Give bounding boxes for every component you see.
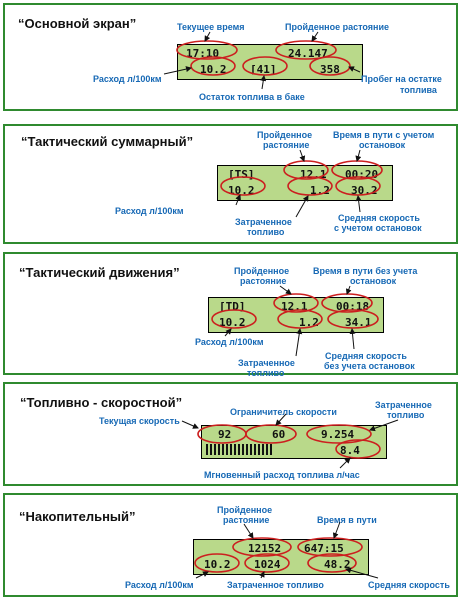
- lcd-distance: 24.147: [288, 47, 328, 60]
- label-distance: Пройденное растояние: [285, 22, 389, 32]
- label-distance-line1: Пройденное: [257, 130, 313, 140]
- lcd-distance: 12.1: [281, 300, 308, 313]
- label-fuel-used-line2: топливо: [247, 227, 285, 237]
- lcd-mode: [TD]: [219, 300, 246, 313]
- lcd-display: [TD] 12.1 00:18 10.2 1.2 34.1: [208, 297, 384, 333]
- label-range-line2: топлива: [400, 85, 437, 95]
- lcd-mode: [TS]: [228, 168, 255, 181]
- label-current-speed: Текущая скорость: [99, 416, 180, 426]
- lcd-speed-limiter: 60: [272, 428, 286, 441]
- lcd-fuel-used: 1.2: [299, 316, 319, 329]
- label-fuel-used-line2: топливо: [387, 410, 425, 420]
- label-time-line1: Время в пути с учетом: [333, 130, 435, 140]
- label-fuel-used-line1: Затраченное: [375, 400, 432, 410]
- panel-cumulative: “Накопительный” 12152 647:15 10.2 1024 4…: [3, 493, 458, 597]
- panel-tactical-motion: “Тактический движения” [TD] 12.1 00:18 1…: [3, 252, 458, 378]
- label-time-line2: остановок: [359, 140, 406, 150]
- lcd-travel-time: 00:20: [345, 168, 379, 181]
- panel-fuel-speed: “Топливно - скоростной” 92 60 9.254 8.4 …: [3, 382, 458, 486]
- lcd-consumption: 10.2: [204, 558, 231, 571]
- lcd-fuel-used: 9.254: [321, 428, 355, 441]
- label-avg-speed-line1: Средняя скорость: [325, 351, 407, 361]
- lcd-current-time: 17:10: [186, 47, 220, 60]
- label-fuel-left: Остаток топлива в баке: [199, 92, 305, 102]
- label-distance-line2: растояние: [263, 140, 310, 150]
- label-avg-speed-line2: с учетом остановок: [334, 223, 422, 233]
- panel-title: “Топливно - скоростной”: [20, 395, 183, 410]
- lcd-fuel-left: [41]: [250, 63, 277, 76]
- label-speed-limiter: Ограничитель скорости: [230, 407, 337, 417]
- lcd-avg-speed: 30.2: [351, 184, 378, 197]
- label-avg-speed: Средняя скорость: [368, 580, 450, 590]
- label-travel-time: Время в пути: [317, 515, 377, 525]
- label-distance-line1: Пройденное: [217, 505, 273, 515]
- lcd-display: 17:10 24.147 10.2 [41] 358: [177, 44, 363, 80]
- lcd-travel-time: 00:18: [336, 300, 370, 313]
- lcd-fuel-bargraph: [206, 442, 274, 457]
- label-fuel-used: Затраченное топливо: [227, 580, 324, 590]
- lcd-distance: 12.1: [300, 168, 327, 181]
- label-distance-line2: растояние: [240, 276, 287, 286]
- lcd-display: 12152 647:15 10.2 1024 48.2: [193, 539, 369, 575]
- panel-title: “Тактический движения”: [19, 265, 180, 280]
- panel-tactical-total: “Тактический суммарный” [TS] 12.1 00:20 …: [3, 124, 458, 244]
- label-consumption: Расход л/100км: [93, 74, 162, 84]
- label-instant-consumption: Мгновенный расход топлива л/час: [204, 470, 360, 480]
- label-time-line1: Время в пути без учета: [313, 266, 418, 276]
- lcd-range: 358: [320, 63, 340, 76]
- panel-title: “Накопительный”: [19, 509, 136, 524]
- label-distance-line2: растояние: [223, 515, 270, 525]
- label-consumption: Расход л/100км: [125, 580, 194, 590]
- label-fuel-used-line1: Затраченное: [238, 358, 295, 368]
- label-fuel-used-line2: топливо: [247, 368, 285, 378]
- panel-main-screen: “Основной экран” 17:10 24.147 10.2 [41] …: [3, 3, 458, 111]
- panel-title: “Тактический суммарный”: [21, 134, 194, 149]
- lcd-avg-speed: 48.2: [324, 558, 351, 571]
- lcd-avg-speed: 34.1: [345, 316, 372, 329]
- lcd-distance: 12152: [248, 542, 282, 555]
- label-avg-speed-line2: без учета остановок: [324, 361, 415, 371]
- lcd-fuel-used: 1.2: [310, 184, 330, 197]
- label-consumption: Расход л/100км: [195, 337, 264, 347]
- lcd-display: [TS] 12.1 00:20 10.2 1.2 30.2: [217, 165, 393, 201]
- label-range-line1: Пробег на остатке: [361, 74, 442, 84]
- lcd-display: 92 60 9.254 8.4: [201, 425, 387, 459]
- lcd-consumption: 10.2: [228, 184, 255, 197]
- lcd-current-speed: 92: [218, 428, 232, 441]
- label-consumption: Расход л/100км: [115, 206, 184, 216]
- lcd-consumption: 10.2: [200, 63, 227, 76]
- label-time-line2: остановок: [350, 276, 397, 286]
- lcd-travel-time: 647:15: [304, 542, 344, 555]
- label-fuel-used-line1: Затраченное: [235, 217, 292, 227]
- lcd-fuel-used: 1024: [254, 558, 281, 571]
- label-distance-line1: Пройденное: [234, 266, 290, 276]
- lcd-instant-consumption: 8.4: [340, 444, 360, 457]
- panel-title: “Основной экран”: [18, 16, 137, 31]
- lcd-consumption: 10.2: [219, 316, 246, 329]
- label-current-time: Текущее время: [177, 22, 245, 32]
- label-avg-speed-line1: Средняя скорость: [338, 213, 420, 223]
